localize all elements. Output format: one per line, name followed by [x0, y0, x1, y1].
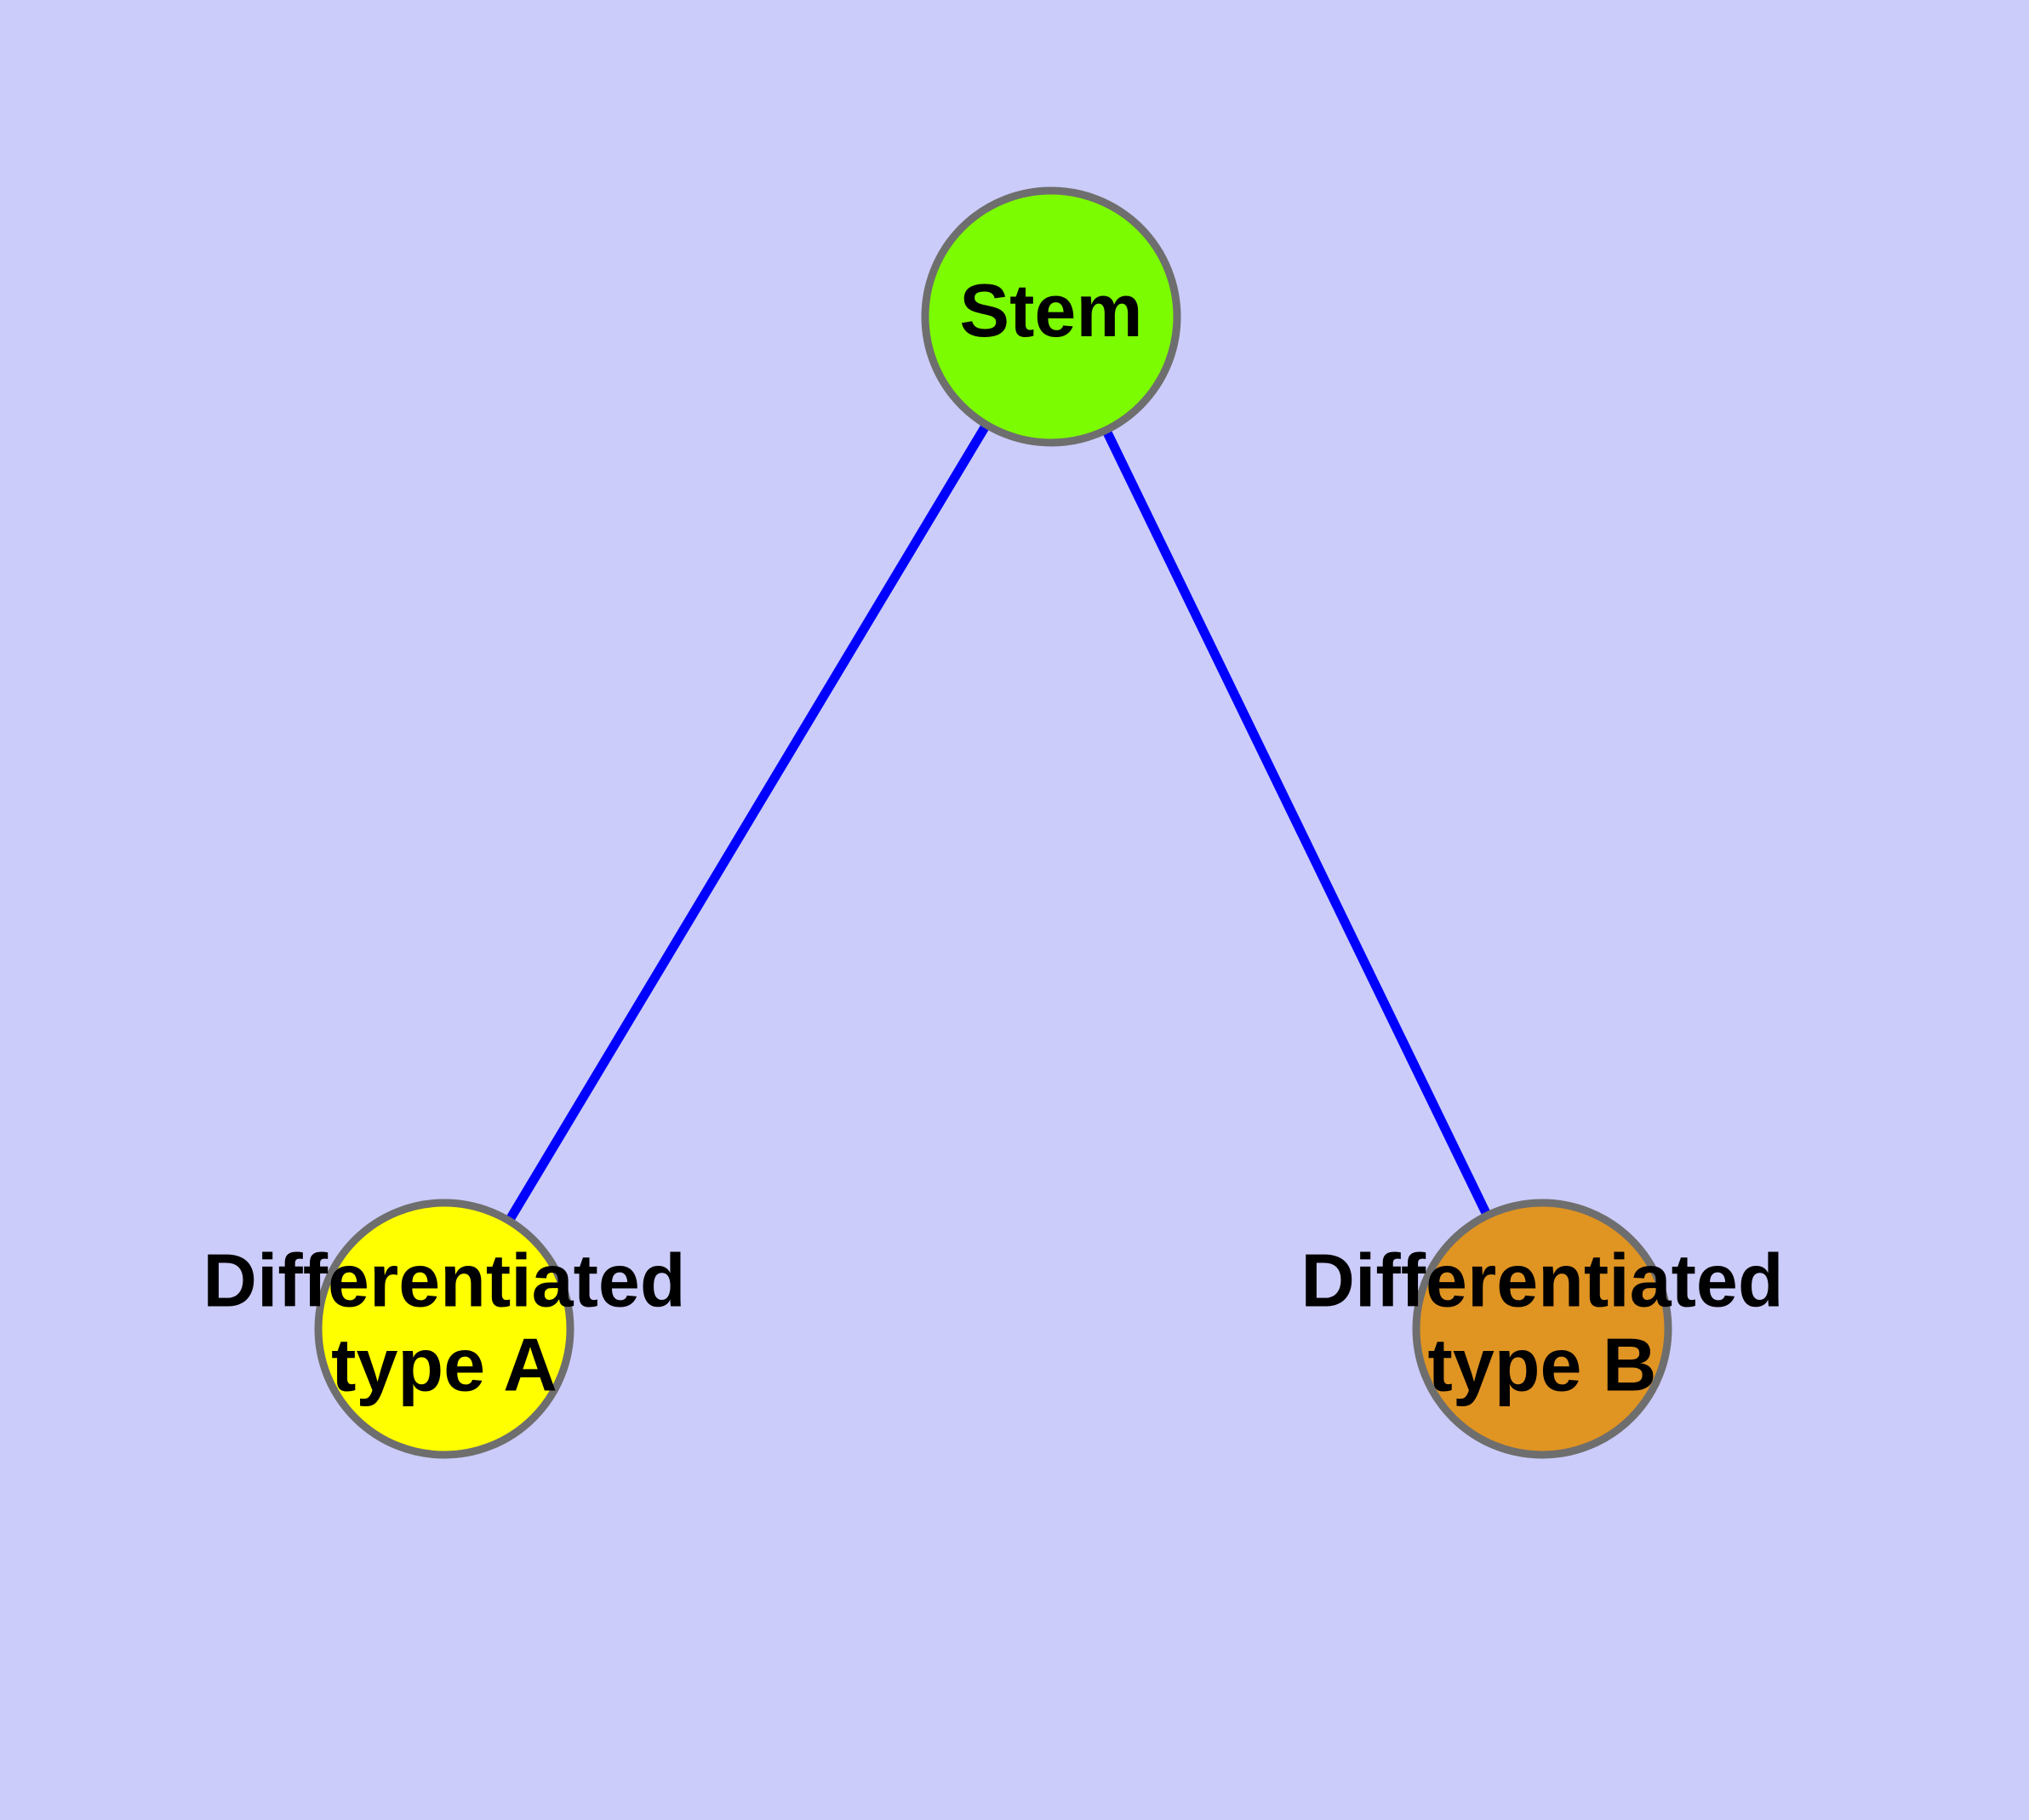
edge-stem-diff_a	[504, 421, 992, 1225]
node-label-line: Differentiated	[1300, 1239, 1783, 1323]
node-label-line: Differentiated	[203, 1239, 685, 1323]
node-label-stem: Stem	[959, 268, 1142, 352]
node-label-line: Stem	[959, 268, 1142, 352]
edges-layer	[504, 421, 1493, 1225]
node-label-line: type A	[331, 1323, 557, 1407]
nodes-layer	[314, 186, 1672, 1459]
edge-stem-diff_b	[1100, 426, 1493, 1220]
node-diff_b[interactable]	[1412, 1199, 1672, 1459]
node-label-line: type B	[1428, 1323, 1657, 1407]
node-stem[interactable]	[921, 186, 1181, 447]
node-diff_a[interactable]	[314, 1199, 574, 1459]
